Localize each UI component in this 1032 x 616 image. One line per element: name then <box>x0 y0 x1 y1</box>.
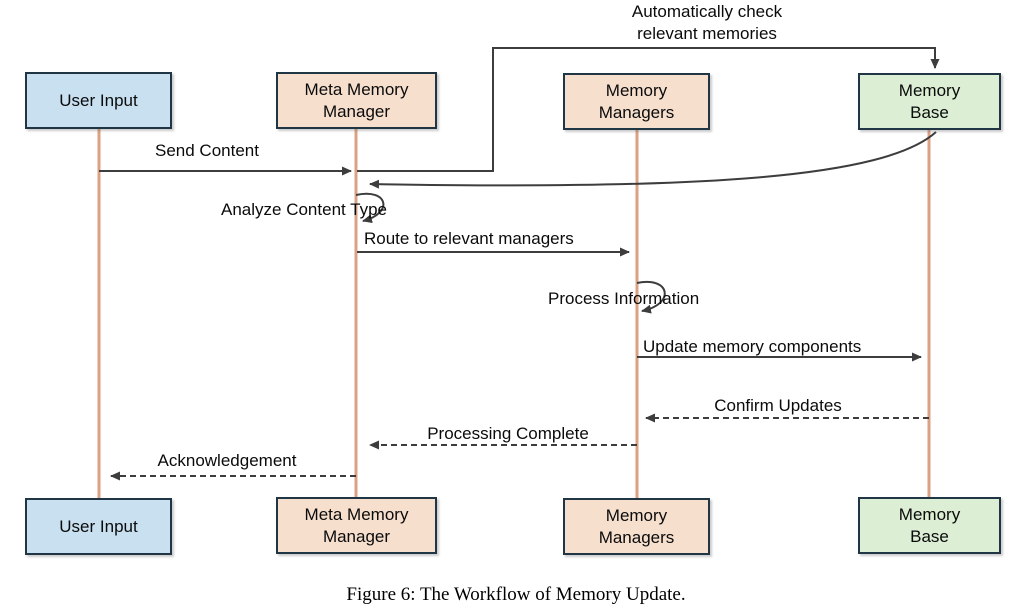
label-auto-check: Automatically check relevant memories <box>631 2 783 43</box>
actor-box-meta-memory-manager-bottom: Meta Memory Manager <box>276 497 437 554</box>
label-route-to-managers: Route to relevant managers <box>364 229 574 248</box>
label-acknowledgement: Acknowledgement <box>157 451 297 470</box>
label-update-components: Update memory components <box>643 337 862 356</box>
arrow-auto-check-out <box>357 47 940 172</box>
arrow-analyze-self-loop <box>355 192 385 224</box>
actor-box-meta-memory-manager-top: Meta Memory Manager <box>276 72 437 129</box>
label-confirm-updates: Confirm Updates <box>714 396 842 415</box>
actor-box-memory-managers-bottom: Memory Managers <box>563 498 710 555</box>
label-send-content: Send Content <box>155 141 259 160</box>
actor-box-memory-managers-top: Memory Managers <box>563 73 710 130</box>
actor-box-memory-base-top: Memory Base <box>858 73 1001 130</box>
label-analyze-content-type: Analyze Content Type <box>221 200 388 219</box>
actor-box-user-input-bottom: User Input <box>25 498 172 555</box>
actor-box-user-input-top: User Input <box>25 72 172 129</box>
figure-caption: Figure 6: The Workflow of Memory Update. <box>346 584 686 605</box>
label-process-information: Process Information <box>548 289 700 308</box>
actor-box-memory-base-bottom: Memory Base <box>858 497 1001 554</box>
arrow-process-self-loop <box>636 280 666 314</box>
arrow-auto-check-return <box>369 131 937 189</box>
label-processing-complete: Processing Complete <box>427 424 589 443</box>
